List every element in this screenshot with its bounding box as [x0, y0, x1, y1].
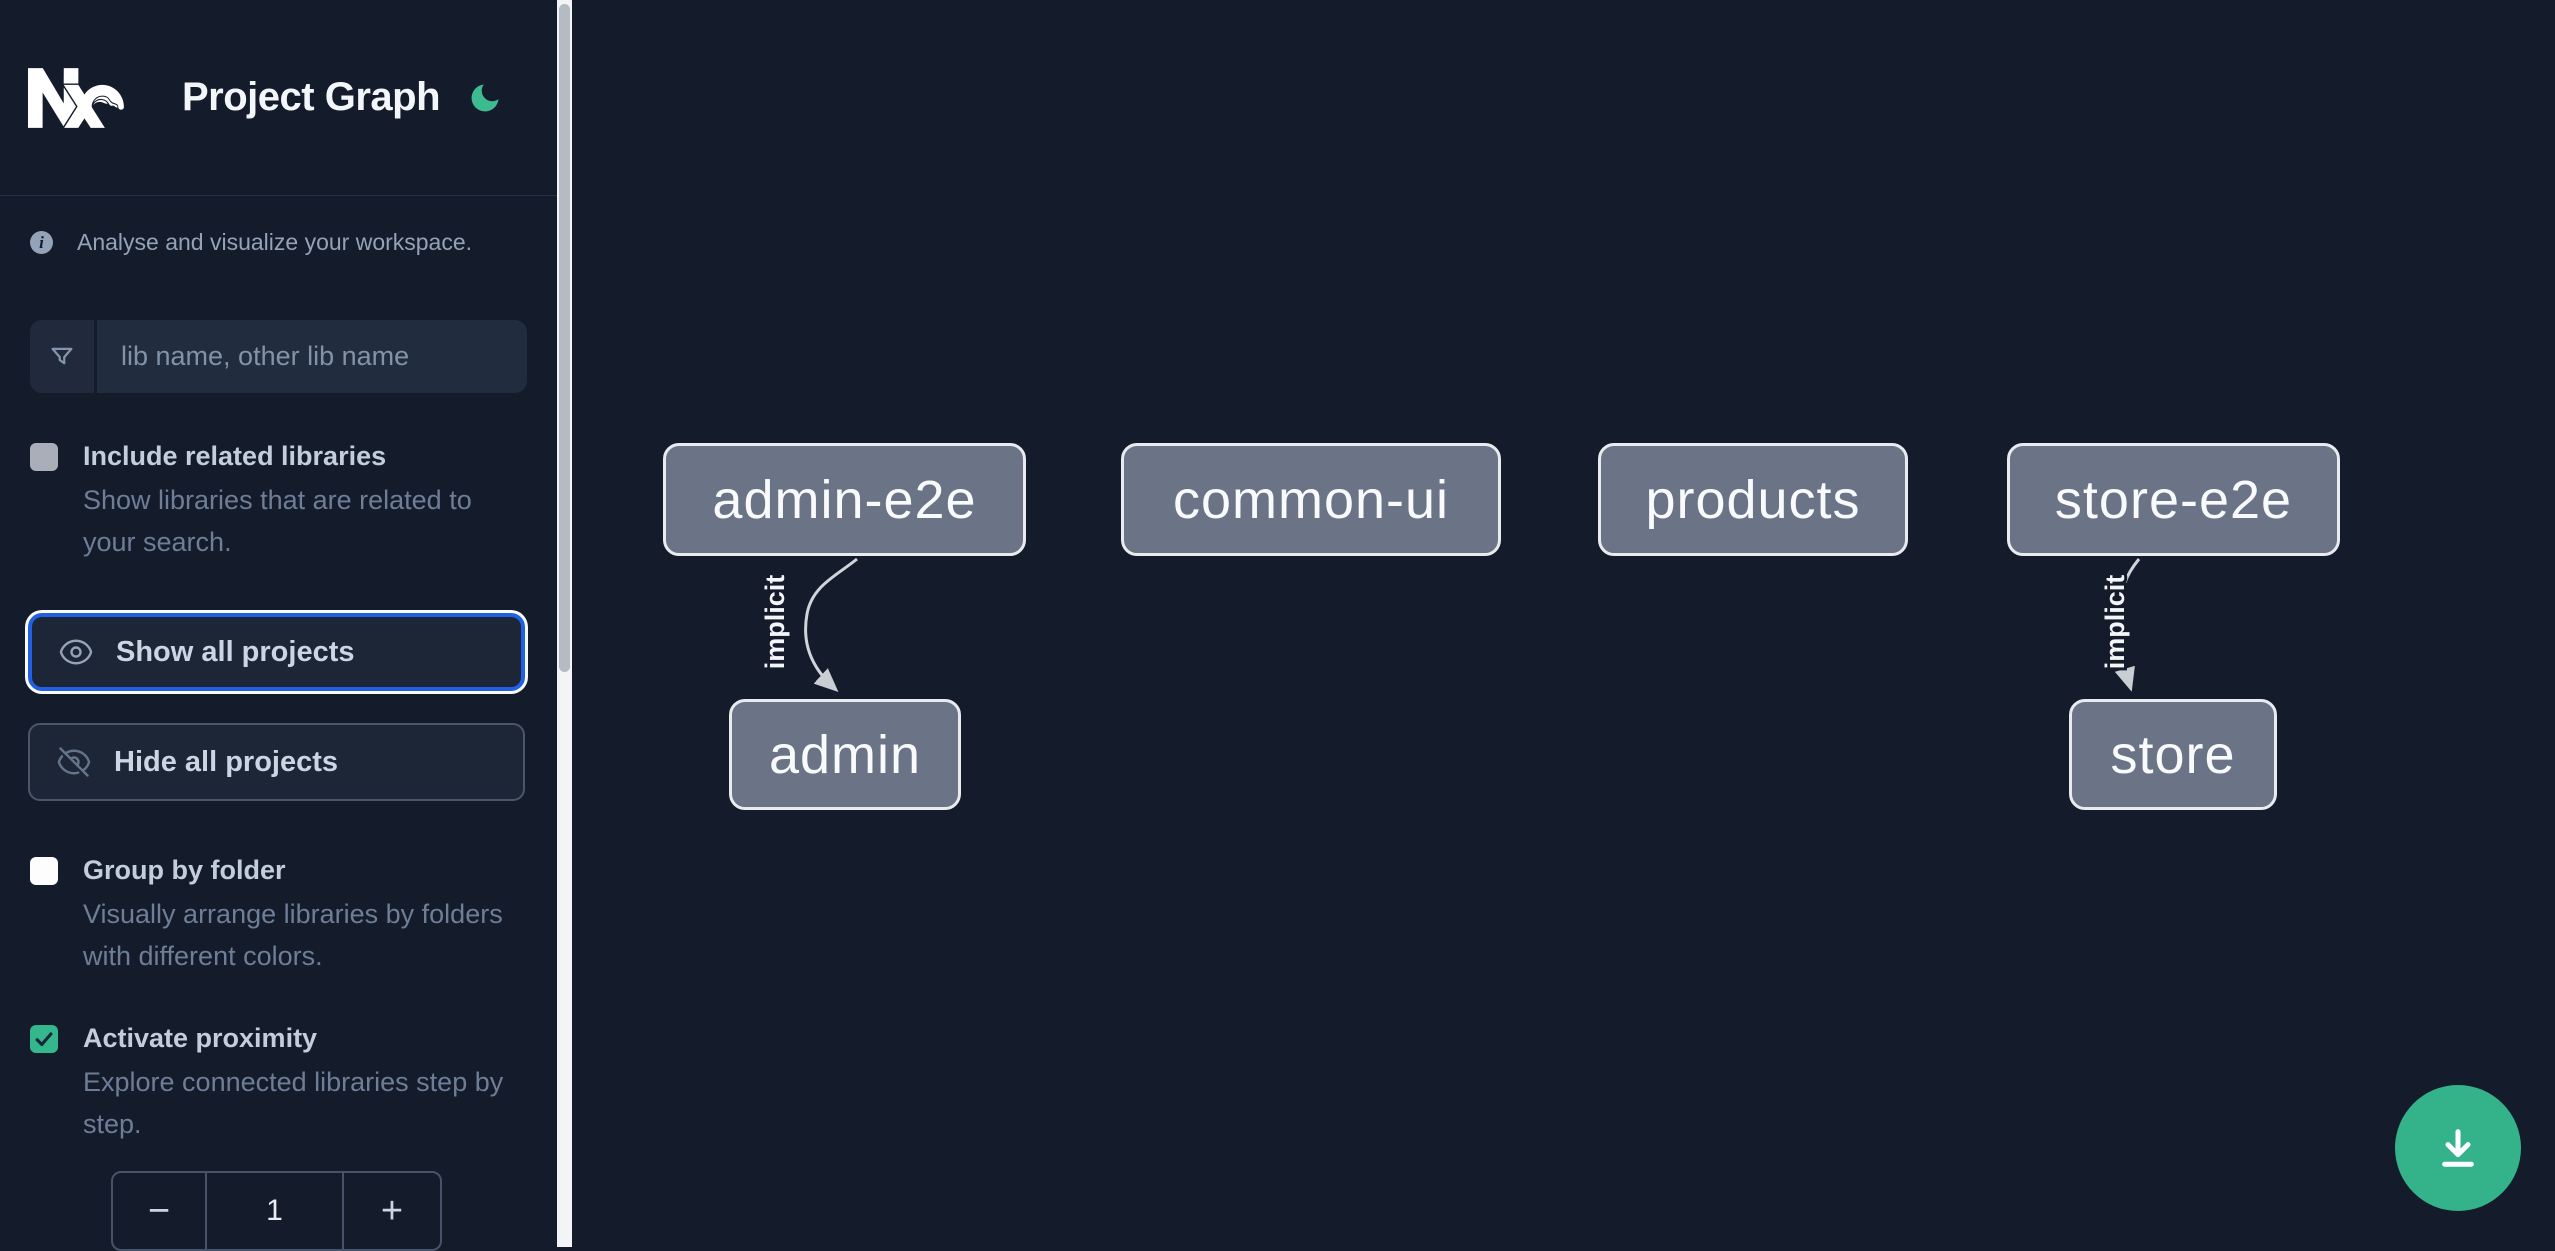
proximity-increment-button[interactable]: +	[344, 1173, 440, 1249]
hide-all-projects-label: Hide all projects	[114, 745, 339, 778]
graph-edges: implicit implicit	[757, 557, 2141, 693]
graph-node-products[interactable]: products	[1598, 443, 1908, 556]
page-title: Project Graph	[182, 75, 441, 119]
include-related-description: Show libraries that are related to your …	[83, 485, 472, 557]
download-icon	[2442, 1129, 2474, 1167]
show-all-projects-button[interactable]: Show all projects	[28, 613, 525, 691]
info-icon: i	[30, 231, 53, 254]
sidebar-scrollbar[interactable]	[557, 0, 572, 1247]
include-related-option: Include related libraries Show libraries…	[0, 440, 557, 563]
graph-node-store-e2e[interactable]: store-e2e	[2007, 443, 2340, 556]
proximity-decrement-button[interactable]: −	[113, 1173, 205, 1249]
filter-input[interactable]	[97, 320, 527, 393]
graph-node-admin[interactable]: admin	[729, 699, 961, 810]
edge-label-implicit: implicit	[760, 575, 790, 670]
workspace-tagline-row: i Analyse and visualize your workspace.	[0, 229, 557, 256]
sidebar-scrollbar-thumb[interactable]	[559, 4, 570, 672]
sidebar-header: Project Graph	[0, 0, 557, 196]
edge-label-implicit: implicit	[2100, 575, 2130, 670]
group-by-folder-label: Group by folder	[83, 855, 286, 885]
graph-node-common-ui[interactable]: common-ui	[1121, 443, 1501, 556]
filter-box	[30, 320, 527, 393]
nx-logo	[28, 55, 124, 141]
graph-node-store[interactable]: store	[2069, 699, 2277, 810]
edge-admin-e2e-to-admin[interactable]	[804, 557, 858, 693]
workspace-tagline: Analyse and visualize your workspace.	[77, 229, 473, 255]
proximity-stepper: − 1 +	[111, 1171, 442, 1251]
check-icon	[35, 1032, 53, 1047]
eye-off-icon	[57, 747, 91, 777]
group-by-folder-option: Group by folder Visually arrange librari…	[0, 854, 557, 977]
hide-all-projects-button[interactable]: Hide all projects	[28, 723, 525, 801]
activate-proximity-checkbox[interactable]	[30, 1025, 58, 1053]
activate-proximity-description: Explore connected libraries step by step…	[83, 1067, 504, 1139]
activate-proximity-option: Activate proximity Explore connected lib…	[0, 1022, 557, 1145]
edge-store-e2e-to-store[interactable]	[2114, 558, 2141, 692]
download-image-button[interactable]	[2395, 1085, 2521, 1211]
group-by-folder-checkbox[interactable]	[30, 857, 58, 885]
graph-canvas[interactable]: implicit implicit admin-e2e common-ui pr…	[572, 0, 2555, 1247]
proximity-value: 1	[205, 1173, 344, 1249]
include-related-label: Include related libraries	[83, 441, 387, 471]
group-by-folder-description: Visually arrange libraries by folders wi…	[83, 899, 503, 971]
include-related-checkbox[interactable]	[30, 443, 58, 471]
eye-icon	[59, 639, 93, 665]
graph-node-admin-e2e[interactable]: admin-e2e	[663, 443, 1026, 556]
show-all-projects-label: Show all projects	[116, 635, 355, 668]
moon-icon	[471, 84, 499, 111]
funnel-icon	[30, 320, 97, 393]
sidebar: Project Graph i Analyse and visualize yo…	[0, 0, 557, 1251]
activate-proximity-label: Activate proximity	[83, 1023, 318, 1053]
theme-toggle-button[interactable]	[467, 80, 503, 116]
